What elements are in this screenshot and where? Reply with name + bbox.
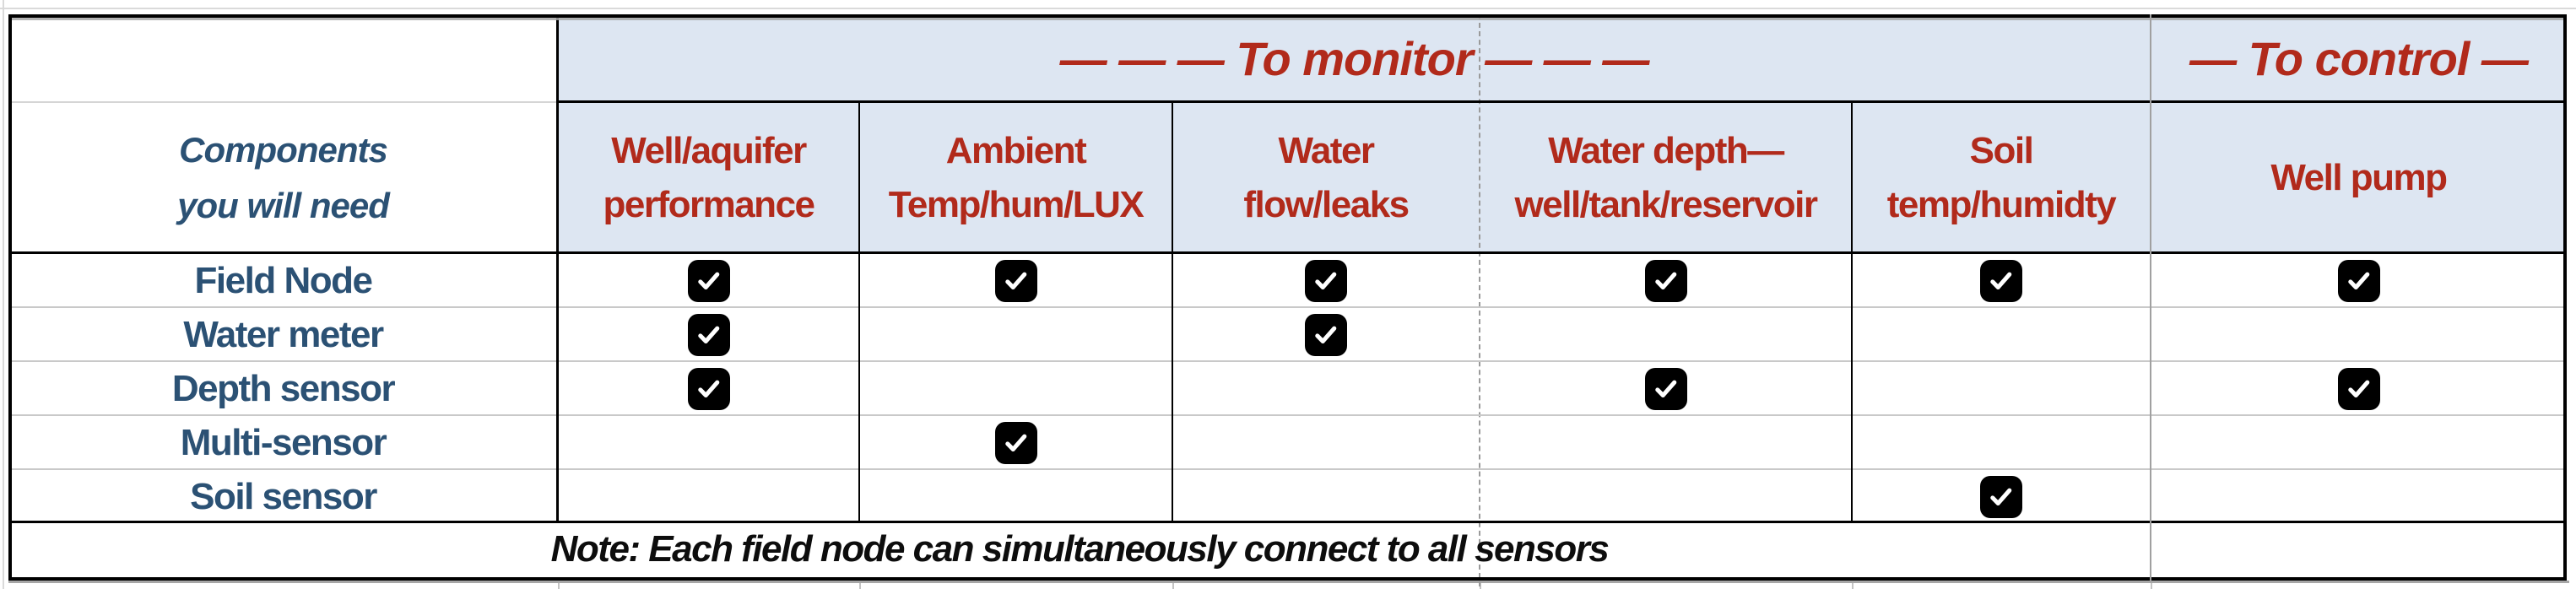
row-label-soil-sensor[interactable]: Soil sensor xyxy=(190,475,377,517)
table-cell-depth-sensor-water-flow-leaks[interactable] xyxy=(1172,362,1480,416)
corner-header-line: you will need xyxy=(177,185,390,225)
table-cell-water-meter-ambient-temp-hum-lux[interactable] xyxy=(859,308,1172,362)
row-label-depth-sensor[interactable]: Depth sensor xyxy=(171,368,396,409)
table-cell-soil-sensor-water-flow-leaks[interactable] xyxy=(1172,470,1480,523)
column-header-well-aquifer-performance[interactable]: Well/aquifer performance xyxy=(558,102,859,253)
checked-checkbox-icon[interactable] xyxy=(1980,259,2022,302)
table-cell-water-meter-well-pump[interactable] xyxy=(2151,308,2567,362)
table-cell-soil-sensor-well-pump[interactable] xyxy=(2151,470,2567,523)
checked-checkbox-icon[interactable] xyxy=(1305,314,1347,356)
page-break-dashed-line xyxy=(1479,14,1480,586)
table-cell-water-meter-soil-temp-humidty[interactable] xyxy=(1852,308,2151,362)
column-header-line: well/tank/reservoir xyxy=(1514,183,1818,225)
table-cell-well-pump-note-row[interactable] xyxy=(2151,521,2567,577)
table-cell-multi-sensor-well-aquifer-performance[interactable] xyxy=(558,416,859,470)
column-header-line: performance xyxy=(603,183,815,225)
column-header-line: Ambient xyxy=(945,129,1087,171)
table-cell-field-node-well-aquifer-performance[interactable] xyxy=(558,253,859,308)
table-cell-depth-sensor-ambient-temp-hum-lux[interactable] xyxy=(859,362,1172,416)
header-background xyxy=(556,14,2567,253)
table-cell-field-node-water-flow-leaks[interactable] xyxy=(1172,253,1480,308)
table-cell-water-meter-water-flow-leaks[interactable] xyxy=(1172,308,1480,362)
table-cell-depth-sensor-soil-temp-humidty[interactable] xyxy=(1852,362,2151,416)
table-cell-multi-sensor-water-depth-well-tank-reservoir[interactable] xyxy=(1480,416,1852,470)
table-cell-soil-sensor-well-aquifer-performance[interactable] xyxy=(558,470,859,523)
table-cell-soil-sensor-soil-temp-humidty[interactable] xyxy=(1852,470,2151,523)
components-table: — — — To monitor — — — — To control — Co… xyxy=(8,14,2567,586)
table-cell-water-meter-well-aquifer-performance[interactable] xyxy=(558,308,859,362)
column-header-well-pump[interactable]: Well pump xyxy=(2151,102,2567,253)
row-label-field-node[interactable]: Field Node xyxy=(194,259,373,301)
column-header-line: Well/aquifer xyxy=(611,129,807,171)
table-cell-depth-sensor-water-depth-well-tank-reservoir[interactable] xyxy=(1480,362,1852,416)
sheet-gridline xyxy=(558,583,560,589)
checked-checkbox-icon[interactable] xyxy=(994,259,1037,302)
column-header-line: Temp/hum/LUX xyxy=(888,183,1145,225)
sheet-gridline xyxy=(2151,583,2152,589)
column-header-line: Water depth— xyxy=(1548,129,1784,171)
checked-checkbox-icon[interactable] xyxy=(2337,259,2380,302)
table-cell-field-node-well-pump[interactable] xyxy=(2151,253,2567,308)
sheet-gridline xyxy=(3,0,4,589)
checked-checkbox-icon[interactable] xyxy=(687,368,730,410)
column-header-line: Water xyxy=(1278,129,1375,171)
corner-header-components-you-will-need[interactable]: Components you will need xyxy=(8,102,558,253)
column-header-line: temp/humidty xyxy=(1886,183,2117,225)
checked-checkbox-icon[interactable] xyxy=(1305,259,1347,302)
table-cell-multi-sensor-soil-temp-humidty[interactable] xyxy=(1852,416,2151,470)
checked-checkbox-icon[interactable] xyxy=(687,314,730,356)
sheet-gridline xyxy=(0,8,2576,9)
sheet-gridline xyxy=(1852,583,1854,589)
table-cell-soil-sensor-ambient-temp-hum-lux[interactable] xyxy=(859,470,1172,523)
checked-checkbox-icon[interactable] xyxy=(2337,368,2380,410)
sheet-gridline xyxy=(859,583,861,589)
table-cell-soil-sensor-water-depth-well-tank-reservoir[interactable] xyxy=(1480,470,1852,523)
column-header-line: Soil xyxy=(1969,129,2034,171)
column-header-soil-temp-humidty[interactable]: Soil temp/humidty xyxy=(1852,102,2151,253)
note-cell[interactable]: Note: Each field node can simultaneously… xyxy=(550,528,1610,570)
column-header-line: Well pump xyxy=(2270,156,2448,198)
checked-checkbox-icon[interactable] xyxy=(687,259,730,302)
table-cell-depth-sensor-well-pump[interactable] xyxy=(2151,362,2567,416)
table-cell-multi-sensor-ambient-temp-hum-lux[interactable] xyxy=(859,416,1172,470)
table-cell-multi-sensor-water-flow-leaks[interactable] xyxy=(1172,416,1480,470)
column-header-water-flow-leaks[interactable]: Water flow/leaks xyxy=(1172,102,1480,253)
table-cell-field-node-ambient-temp-hum-lux[interactable] xyxy=(859,253,1172,308)
table-cell-multi-sensor-well-pump[interactable] xyxy=(2151,416,2567,470)
checked-checkbox-icon[interactable] xyxy=(1980,475,2022,518)
checked-checkbox-icon[interactable] xyxy=(994,422,1037,464)
corner-header-line: Components xyxy=(179,129,388,170)
table-cell-depth-sensor-well-aquifer-performance[interactable] xyxy=(558,362,859,416)
divider-line xyxy=(8,577,2567,581)
table-cell-water-meter-water-depth-well-tank-reservoir[interactable] xyxy=(1480,308,1852,362)
column-header-water-depth-well-tank-reservoir[interactable]: Water depth— well/tank/reservoir xyxy=(1480,102,1852,253)
table-cell-field-node-water-depth-well-tank-reservoir[interactable] xyxy=(1480,253,1852,308)
column-header-line: flow/leaks xyxy=(1243,183,1410,225)
table-shadow xyxy=(8,581,2569,583)
checked-checkbox-icon[interactable] xyxy=(1644,368,1687,410)
band-header-to-monitor: — — — To monitor — — — xyxy=(1059,31,1650,85)
checked-checkbox-icon[interactable] xyxy=(1644,259,1687,302)
row-label-water-meter[interactable]: Water meter xyxy=(183,314,384,355)
band-header-to-control: — To control — xyxy=(2189,31,2529,85)
table-cell-field-node-soil-temp-humidty[interactable] xyxy=(1852,253,2151,308)
row-label-multi-sensor[interactable]: Multi-sensor xyxy=(180,422,387,463)
sheet-gridline xyxy=(1172,583,1174,589)
